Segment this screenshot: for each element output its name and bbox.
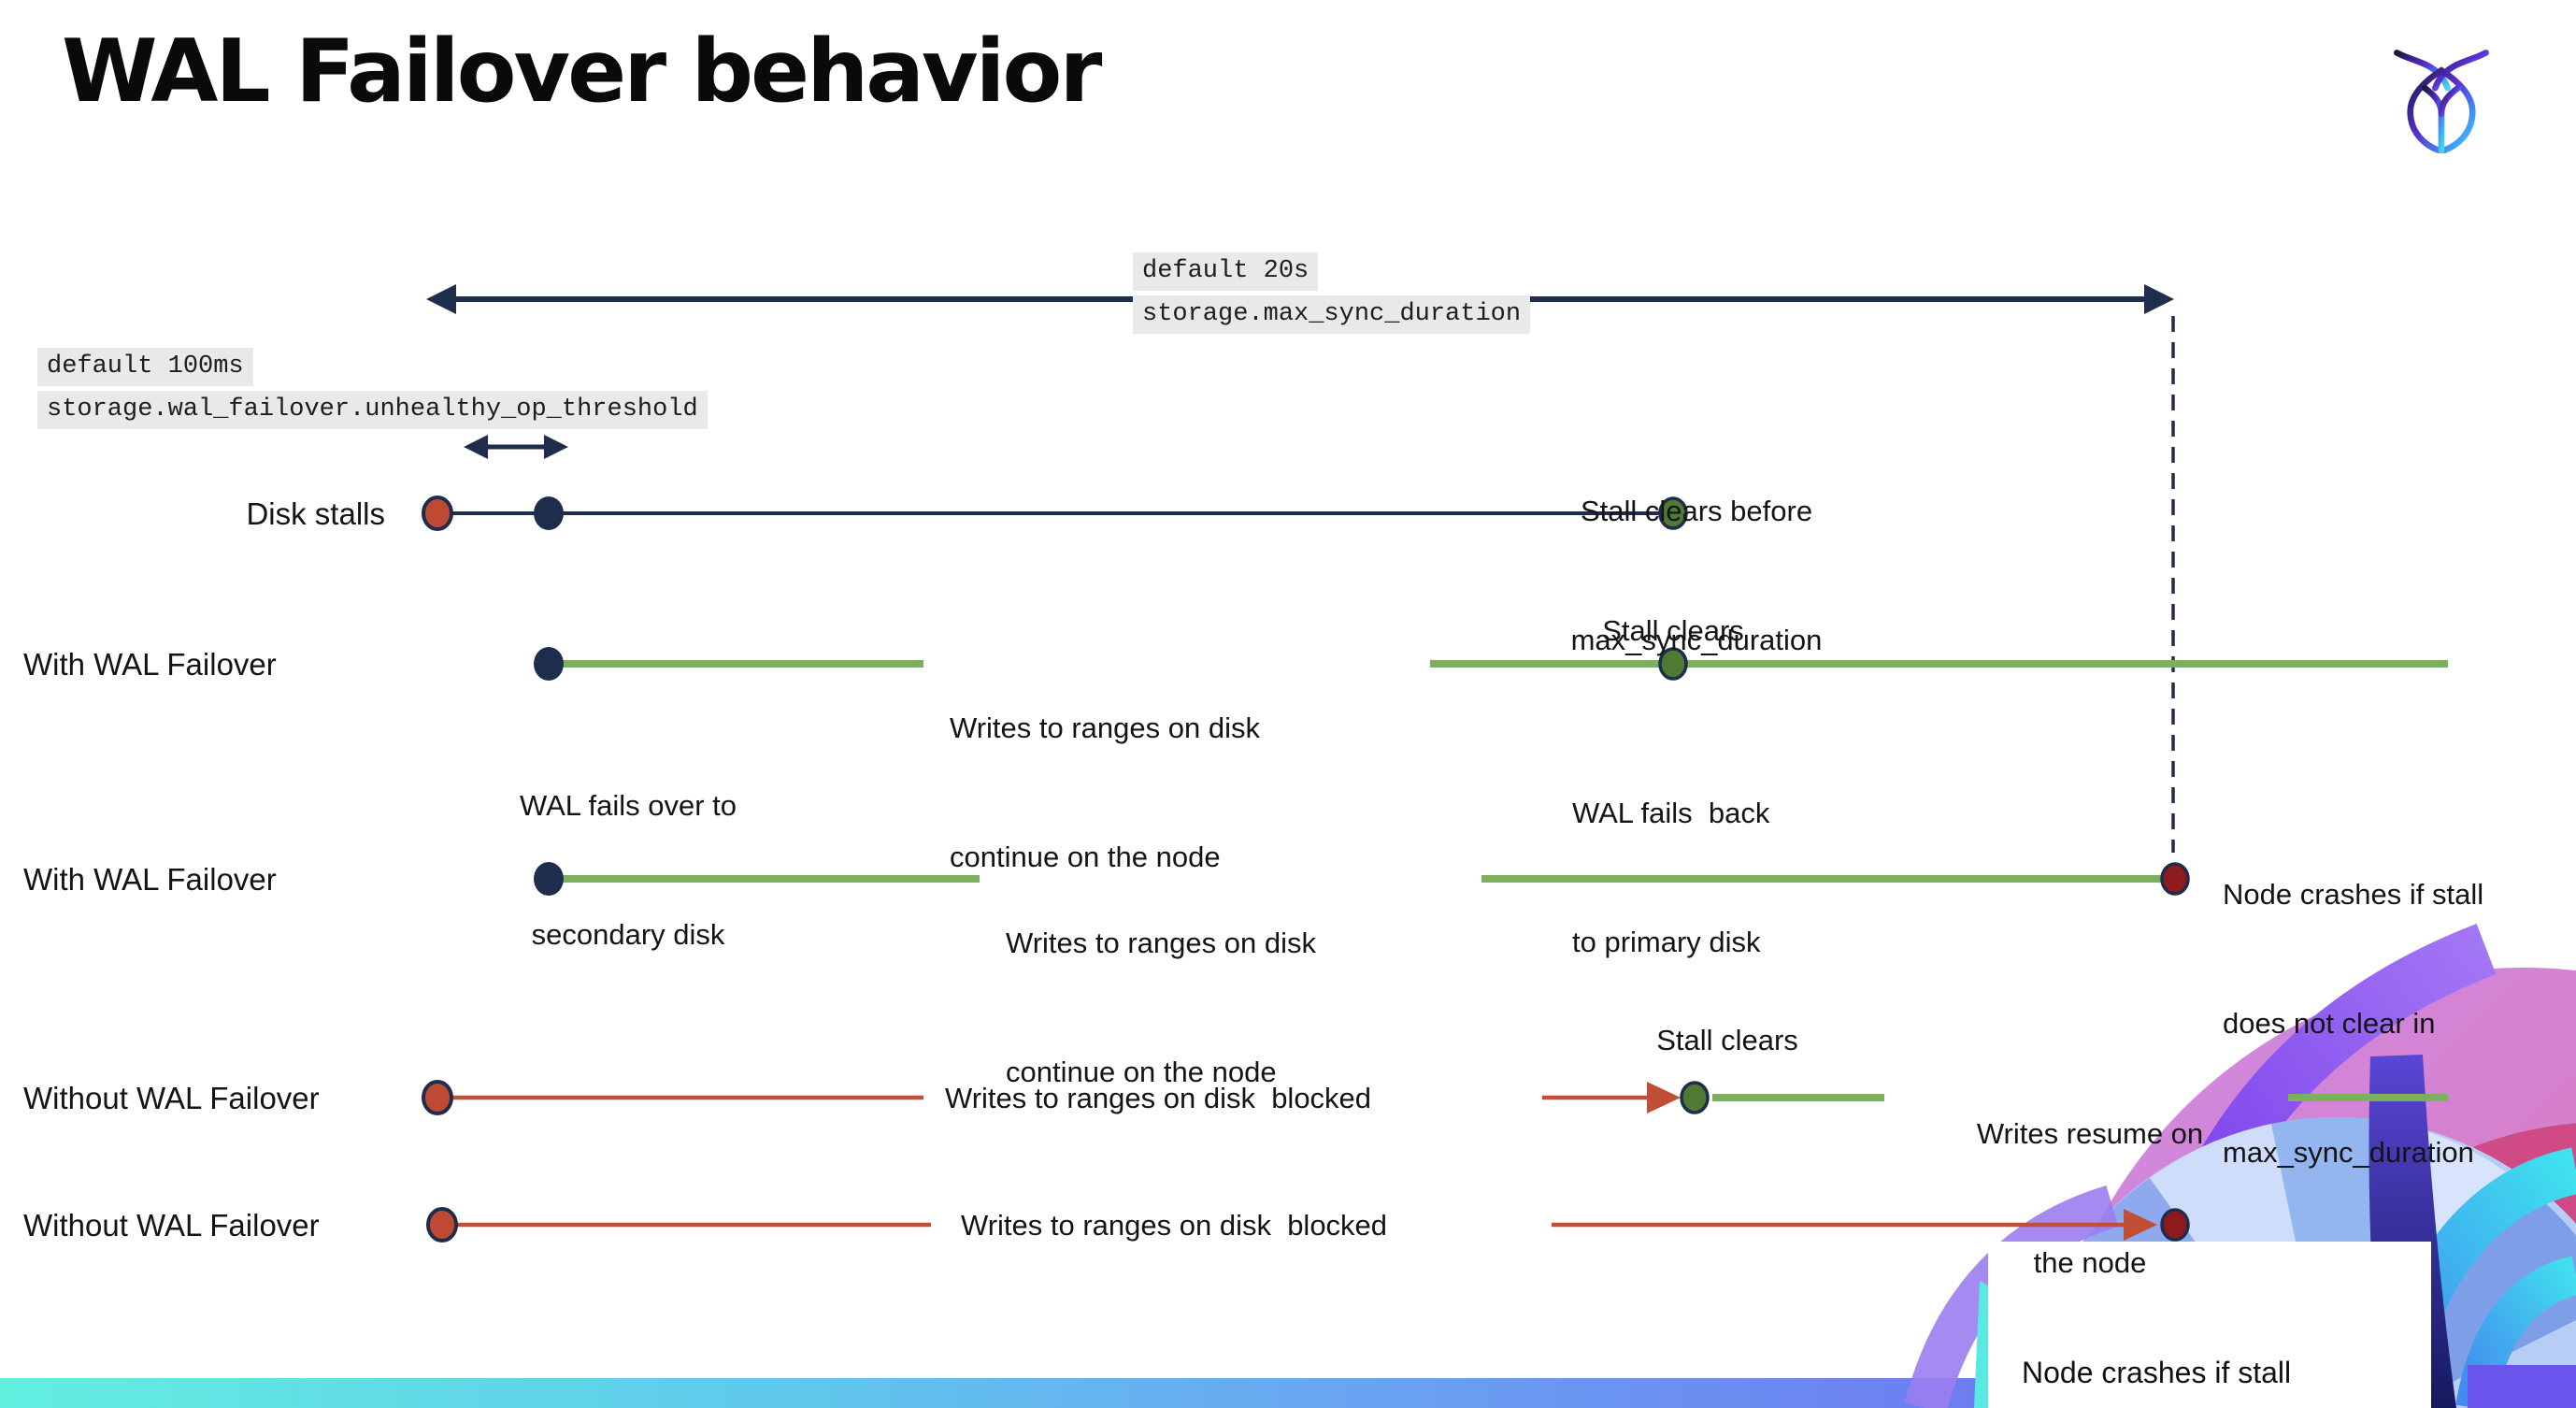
stall-clears-dot	[1680, 1081, 1710, 1114]
config-setting-name: storage.max_sync_duration	[1133, 295, 1531, 334]
writes-continue-note-1: Writes to ranges on disk continue on the…	[950, 711, 1260, 873]
row-label-disk-stalls: Disk stalls	[246, 496, 385, 531]
wal-fails-over-note: WAL fails over to secondary disk	[519, 789, 737, 951]
node-crash-callout: Node crashes if stall does not clear in …	[1988, 1242, 2431, 1408]
wal-fails-back-note: WAL fails back to primary disk	[1572, 797, 1770, 958]
arrowhead-right-icon	[544, 435, 568, 459]
row-label-without-wal-failover-2: Without WAL Failover	[23, 1208, 320, 1243]
config-default-value: default 100ms	[37, 348, 253, 386]
writes-blocked-note-2: Writes to ranges on disk blocked	[961, 1209, 1388, 1242]
failover-dot	[534, 647, 564, 681]
stall-clears-before-note: Stall clears before max_sync_duration	[1570, 495, 1823, 656]
node-crash-dot	[2160, 862, 2190, 896]
threshold-dot	[534, 496, 564, 530]
max-sync-duration-label: default 20s storage.max_sync_duration	[1133, 252, 1531, 338]
stall-clears-note-mid: Stall clears	[1602, 614, 1744, 647]
cockroachdb-logo-icon	[2393, 50, 2490, 153]
stall-start-dot	[426, 1207, 458, 1243]
stall-start-dot	[422, 1080, 453, 1115]
writes-continue-note-2: Writes to ranges on disk continue on the…	[1006, 927, 1316, 1088]
stall-start-dot	[422, 496, 453, 531]
writes-blocked-note-1: Writes to ranges on disk blocked	[945, 1082, 1372, 1114]
page-title: WAL Failover behavior	[62, 21, 1102, 122]
row-label-with-wal-failover-1: With WAL Failover	[23, 647, 277, 682]
red-arrowhead-icon	[1647, 1082, 1681, 1113]
writes-resume-note: Writes resume on the node	[1976, 1117, 2204, 1279]
callout-line: Node crashes if stall	[2022, 1356, 2292, 1389]
node-crashes-note-mid: Node crashes if stall does not clear in …	[2223, 878, 2484, 1169]
row-label-with-wal-failover-2: With WAL Failover	[23, 862, 277, 897]
arrowhead-left-icon	[464, 435, 488, 459]
arrowhead-right-icon	[2144, 284, 2174, 314]
stall-clears-note-bottom: Stall clears	[1656, 1024, 1798, 1056]
unhealthy-op-threshold-label: default 100ms storage.wal_failover.unhea…	[37, 348, 708, 434]
config-default-value: default 20s	[1133, 252, 1319, 291]
row-label-without-wal-failover-1: Without WAL Failover	[23, 1081, 320, 1115]
arrowhead-left-icon	[426, 284, 456, 314]
corner-purple-fill	[2468, 1365, 2576, 1408]
config-setting-name: storage.wal_failover.unhealthy_op_thresh…	[37, 391, 708, 429]
